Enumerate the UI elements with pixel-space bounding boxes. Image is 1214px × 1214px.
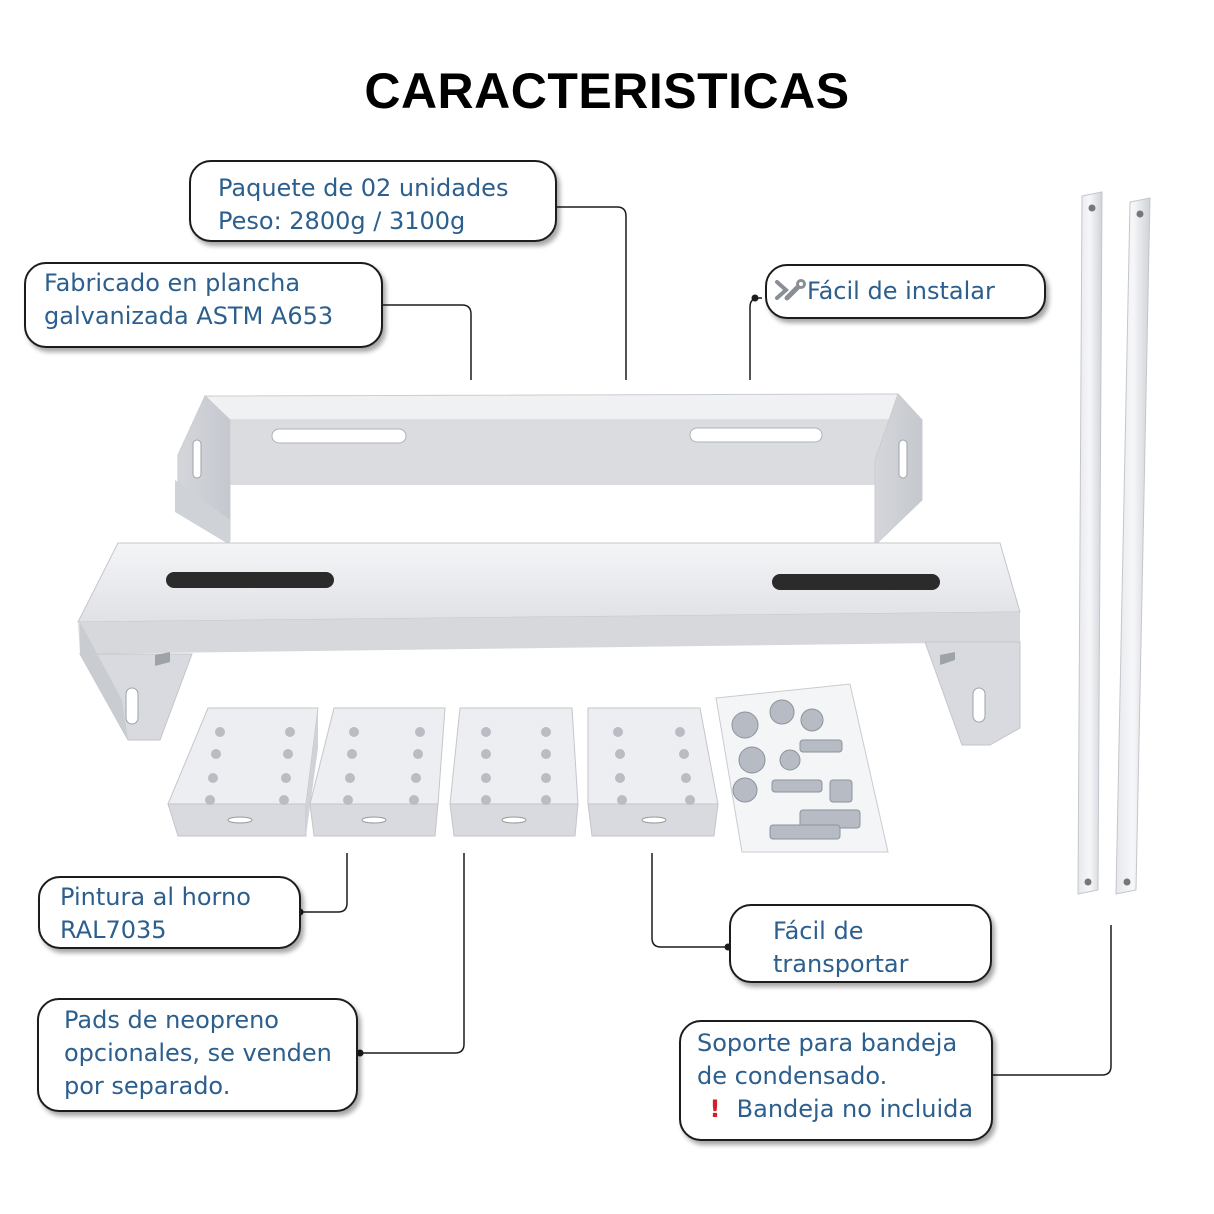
page-title: CARACTERISTICAS [364, 63, 850, 119]
pintura-line-1: Pintura al horno [60, 883, 251, 911]
callout-soporte: Soporte para bandeja de condensado. ! Ba… [679, 1020, 993, 1141]
front-bracket [77, 542, 1021, 746]
soporte-line-1: Soporte para bandeja [697, 1029, 958, 1057]
facil-transportar-line-2: transportar [773, 950, 909, 978]
paquete-line-2: Peso: 2800g / 3100g [218, 207, 466, 235]
pads-line-3: por separado. [64, 1072, 231, 1100]
exclamation-icon: ! [709, 1095, 721, 1123]
fabricado-line-1: Fabricado en plancha [44, 269, 301, 297]
facil-transportar-line-1: Fácil de [773, 917, 864, 945]
callout-pads: Pads de neopreno opcionales, se venden p… [37, 998, 358, 1112]
connector-lines [300, 206, 1112, 1076]
fabricado-line-2: galvanizada ASTM A653 [44, 302, 334, 330]
soporte-line-2: de condensado. [697, 1062, 888, 1090]
callout-pintura: Pintura al horno RAL7035 [38, 876, 301, 949]
pad-holders [167, 707, 719, 837]
callout-facil-instalar: Fácil de instalar [765, 264, 1046, 319]
soporte-line-3: Bandeja no incluida [736, 1095, 974, 1123]
callout-fabricado: Fabricado en plancha galvanizada ASTM A6… [24, 262, 383, 348]
pads-line-2: opcionales, se venden [64, 1039, 332, 1067]
callout-paquete: Paquete de 02 unidades Peso: 2800g / 310… [189, 160, 557, 242]
back-bracket [175, 393, 924, 547]
callout-facil-transportar: Fácil de transportar [729, 904, 992, 983]
paquete-line-1: Paquete de 02 unidades [218, 174, 509, 202]
facil-instalar-text: Fácil de instalar [807, 277, 995, 305]
condensate-tray-rods [1077, 191, 1151, 895]
hardware-bag [715, 683, 889, 853]
pintura-line-2: RAL7035 [60, 916, 167, 944]
wrench-icon [773, 275, 807, 308]
pads-line-1: Pads de neopreno [64, 1006, 279, 1034]
